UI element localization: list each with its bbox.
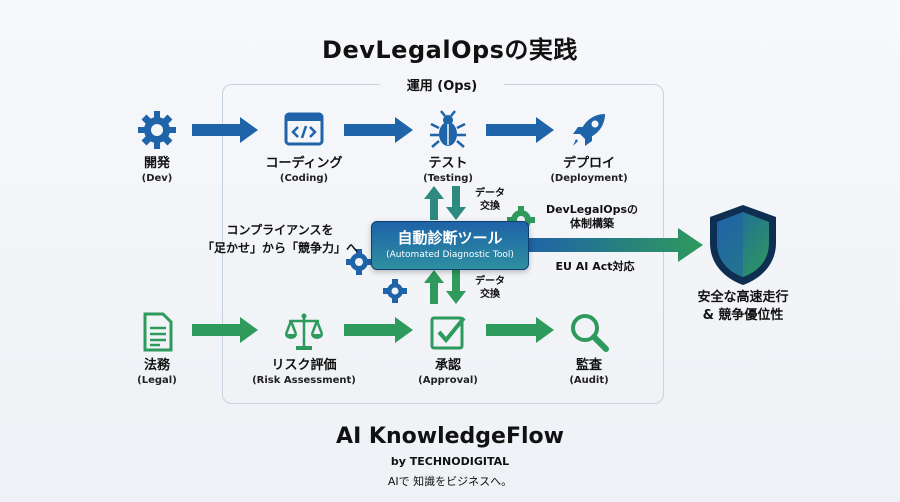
compliance-caption-line2: 「足かせ」から「競争力」へ [201,241,358,255]
node-approval: 承認 (Approval) [373,310,523,387]
framework-label-line1: DevLegalOpsの [545,203,639,216]
scales-icon [282,310,326,354]
node-deploy: デプロイ (Deployment) [514,108,664,185]
node-testing-sub: (Testing) [423,173,473,184]
gear-icon [135,108,179,152]
node-coding-name: コーディング [265,156,343,171]
arrow-legal-to-risk [192,317,258,343]
compliance-caption: コンプライアンスを 「足かせ」から「競争力」へ [188,221,372,257]
tool-title: 自動診断ツール [397,229,503,247]
exchange-arrows-bottom [424,270,466,304]
arrow-coding-to-testing [344,117,413,143]
bug-icon [426,108,470,152]
node-testing: テスト (Testing) [373,108,523,185]
framework-label: DevLegalOpsの 体制構築 [537,203,647,231]
checkbox-icon [426,310,470,354]
node-coding-sub: (Coding) [279,173,329,184]
data-exchange-label-top: データ 交換 [468,187,512,213]
node-risk: リスク評価 (Risk Assessment) [229,310,379,387]
dev-row-arrows [192,117,554,143]
page-title: DevLegalOpsの実践 [322,36,578,64]
rocket-icon [567,108,611,152]
code-window-icon [282,108,326,152]
shield-icon [706,203,780,287]
data-exchange-top-line2: 交換 [480,201,500,212]
arrow-dev-to-coding [192,117,258,143]
eu-ai-act-label: EU AI Act対応 [555,260,635,273]
arrow-down-to-approval [446,270,466,304]
node-testing-name: テスト [428,156,468,171]
node-coding: コーディング (Coding) [229,108,379,185]
automated-diagnostic-tool: 自動診断ツール (Automated Diagnostic Tool) [371,221,529,270]
node-audit-sub: (Audit) [569,375,609,386]
brand-name: AI KnowledgeFlow [336,424,564,449]
node-audit: 監査 (Audit) [514,310,664,387]
node-legal-name: 法務 [143,358,170,373]
node-deploy-name: デプロイ [562,156,615,171]
magnifier-icon [567,310,611,354]
node-dev: 開発 (Dev) [82,108,232,185]
arrow-up-to-testing [424,186,444,220]
legal-row-arrows [192,317,554,343]
compliance-caption-line1: コンプライアンスを [226,223,334,237]
node-risk-name: リスク評価 [271,358,337,373]
outcome-line2: & 競争優位性 [702,308,784,323]
arrow-testing-to-deploy [486,117,554,143]
node-risk-sub: (Risk Assessment) [252,375,356,386]
tool-subtitle: (Automated Diagnostic Tool) [386,250,514,260]
node-approval-sub: (Approval) [418,375,478,386]
arrow-risk-to-approval [344,317,413,343]
data-exchange-bottom-line1: データ [475,276,505,287]
node-deploy-sub: (Deployment) [550,173,628,184]
node-audit-name: 監査 [575,358,602,373]
arrow-down-from-testing [446,186,466,220]
node-approval-name: 承認 [434,358,461,373]
brand-tagline: AIで 知識をビジネスへ。 [387,475,513,488]
ops-label: 運用 (Ops) [380,75,504,94]
data-exchange-top-line1: データ [475,188,505,199]
arrow-to-outcome [527,228,703,262]
framework-label-line2: 体制構築 [570,217,614,230]
data-exchange-label-bottom: データ 交換 [468,275,512,301]
node-dev-name: 開発 [143,156,170,171]
node-legal-sub: (Legal) [137,375,177,386]
arrow-approval-to-audit [486,317,554,343]
exchange-arrows-top [424,186,466,220]
gear-icon-small-1 [346,249,372,275]
gear-icon-small-2 [383,279,407,303]
document-icon [135,310,179,354]
node-legal: 法務 (Legal) [82,310,232,387]
node-dev-sub: (Dev) [141,173,173,184]
outcome-line1: 安全な高速走行 [697,290,789,305]
arrow-up-from-approval [424,270,444,304]
brand-by: by TECHNODIGITAL [390,455,510,468]
outcome-label: 安全な高速走行 & 競争優位性 [672,289,814,325]
data-exchange-bottom-line2: 交換 [480,289,500,300]
